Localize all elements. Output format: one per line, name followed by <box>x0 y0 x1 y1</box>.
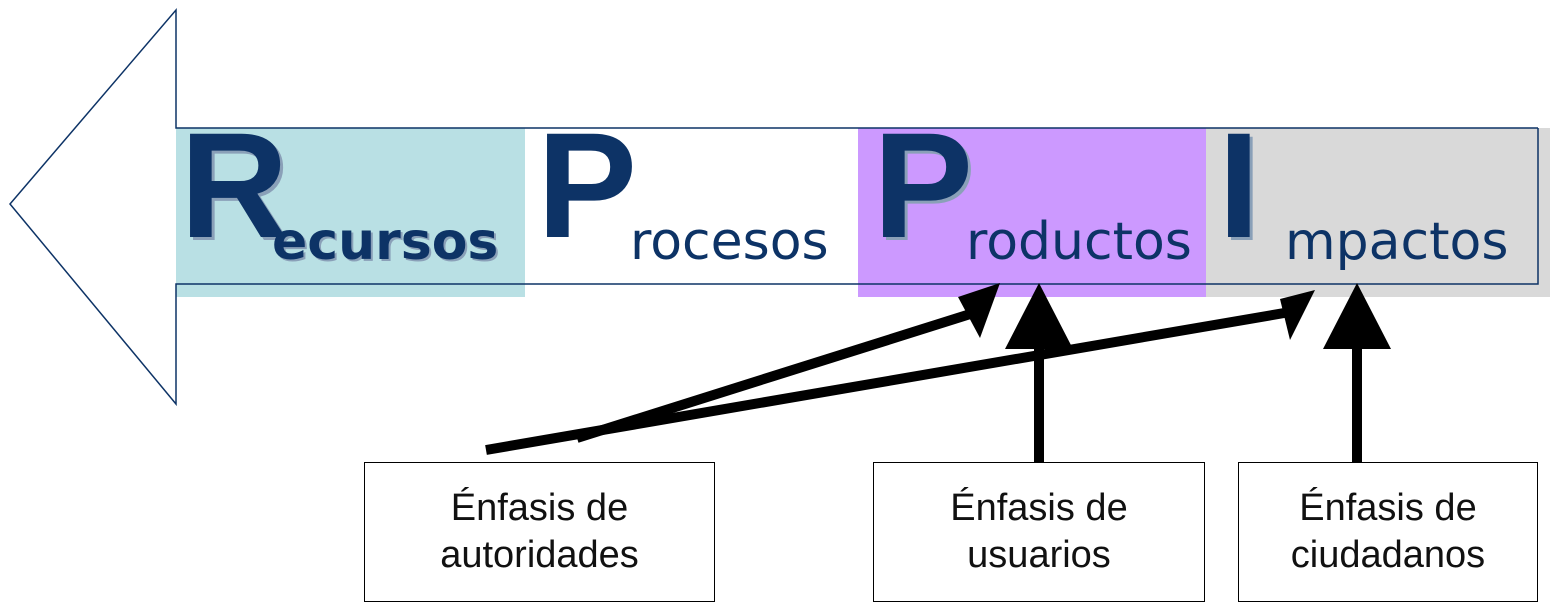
word-procesos: rocesos <box>630 212 829 272</box>
box-enfasis-autoridades: Énfasis de autoridades <box>364 462 715 602</box>
arrowhead-usuarios-productos <box>1005 283 1073 349</box>
letter-p-procesos: P <box>537 101 638 269</box>
word-impactos: mpactos <box>1285 212 1509 272</box>
connector-autoridades-to-impactos <box>485 307 1291 455</box>
segment-impactos-fill <box>1206 128 1550 297</box>
word-recursos: ecursos <box>272 212 499 272</box>
letter-p-productos: P <box>873 101 974 269</box>
arrowhead-autoridades-impactos <box>1280 290 1315 340</box>
big-left-arrow-outline <box>9 7 1539 407</box>
box-usuarios-line2: usuarios <box>967 534 1111 576</box>
box-ciudadanos-line1: Énfasis de <box>1299 486 1477 529</box>
segment-productos-fill <box>858 128 1206 297</box>
letter-r: R <box>180 101 289 269</box>
box-autoridades-line2: autoridades <box>440 534 639 576</box>
box-ciudadanos-line2: ciudadanos <box>1290 534 1486 576</box>
arrowhead-autoridades-productos <box>958 283 1000 338</box>
letter-i-impactos: I <box>1218 101 1260 269</box>
word-productos: roductos <box>966 212 1192 272</box>
connector-autoridades-to-productos <box>575 305 985 443</box>
box-enfasis-ciudadanos: Énfasis de ciudadanos <box>1238 462 1538 602</box>
box-autoridades-line1: Énfasis de <box>450 486 629 529</box>
segment-recursos-fill <box>176 128 525 297</box>
box-enfasis-usuarios: Énfasis de usuarios <box>873 462 1205 602</box>
box-usuarios-line1: Énfasis de <box>950 486 1128 529</box>
arrowhead-ciudadanos-impactos <box>1323 283 1391 349</box>
